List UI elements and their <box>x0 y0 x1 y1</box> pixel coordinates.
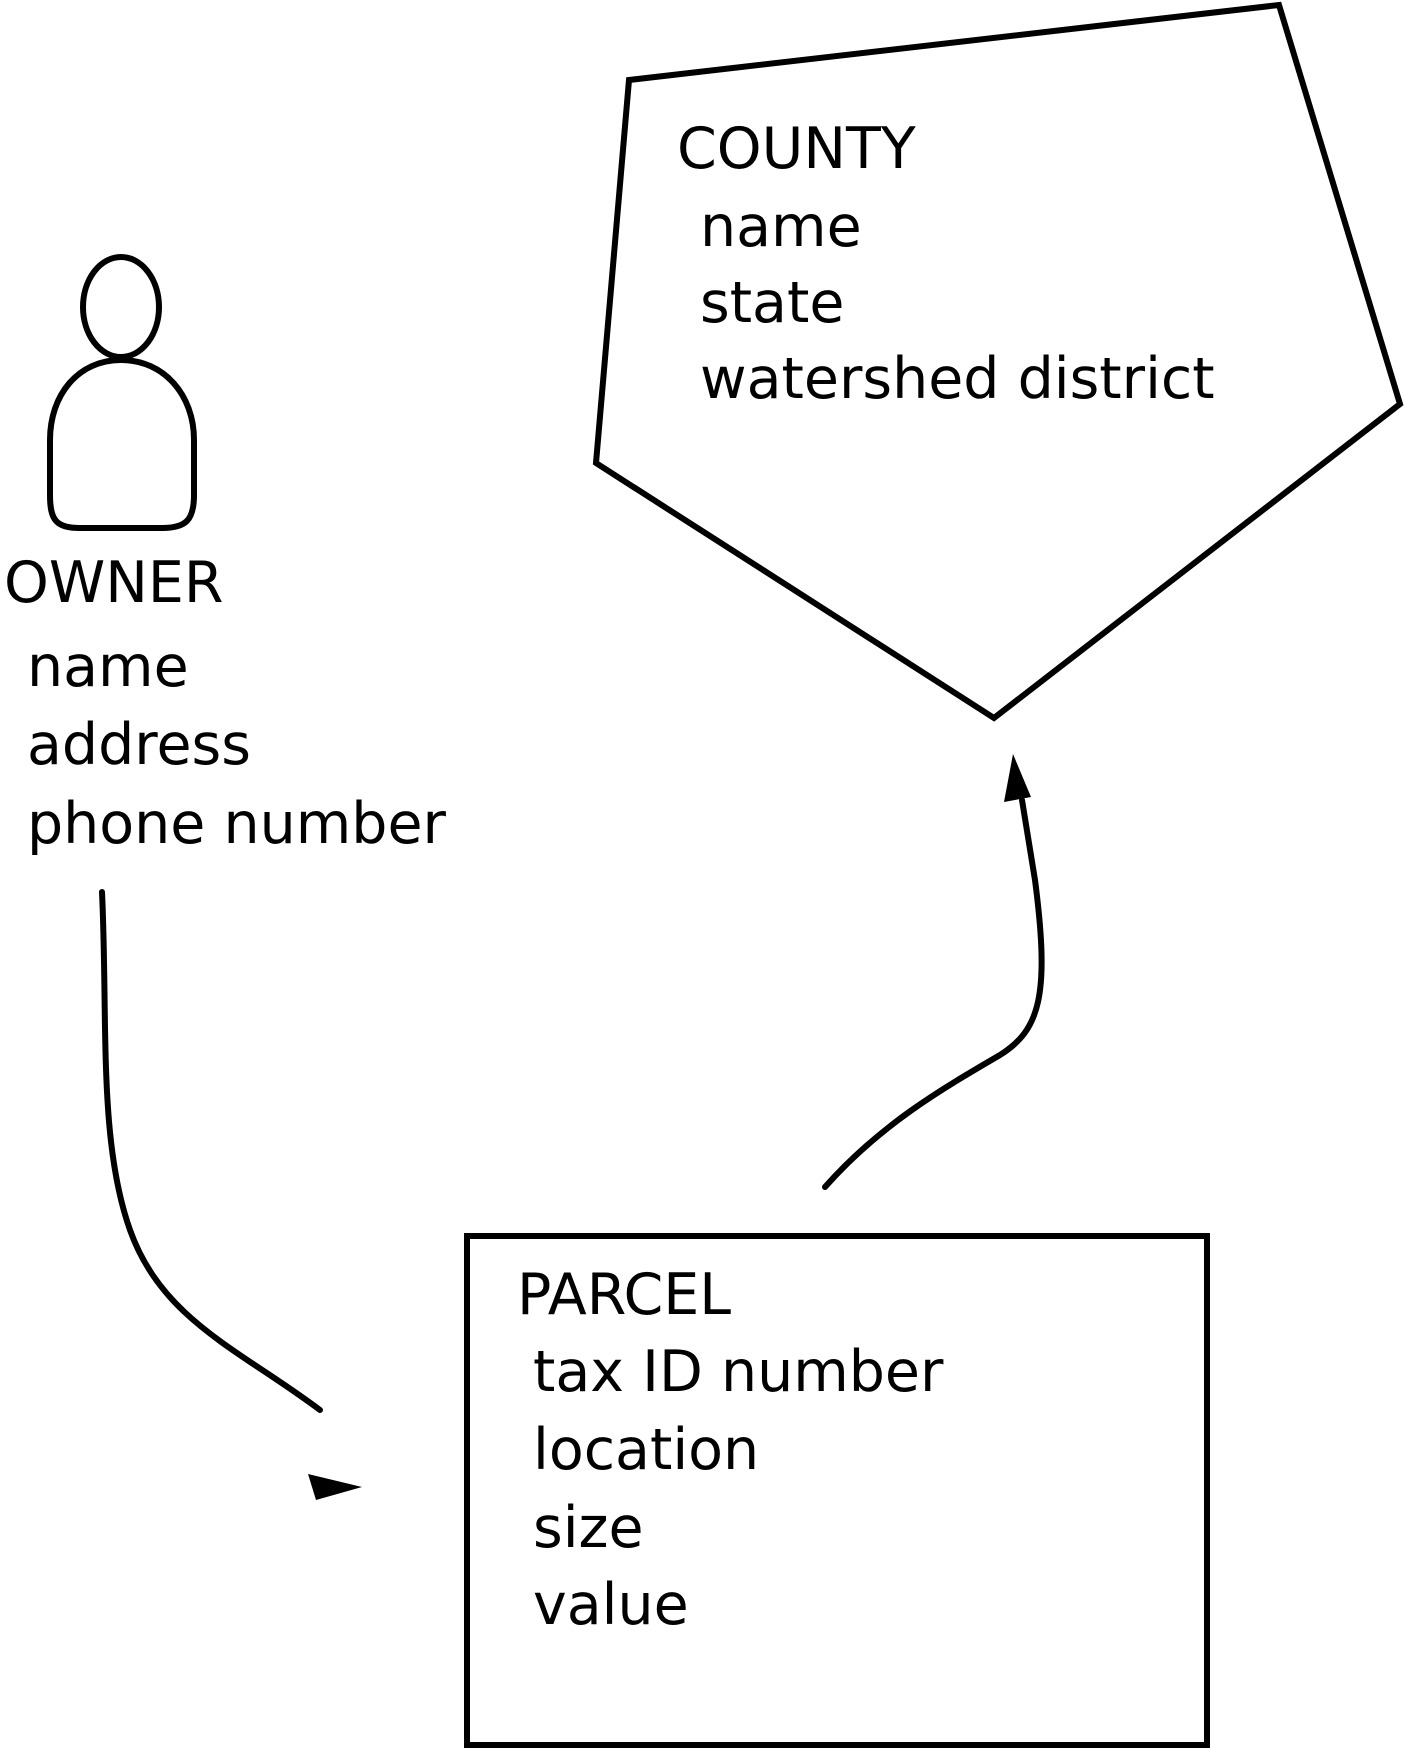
owner-to-parcel-arrowhead <box>308 1474 362 1500</box>
owner-to-parcel-connector <box>99 889 323 1413</box>
county-attribute-name: name <box>700 194 862 260</box>
parcel-attribute-location: location <box>533 1417 759 1483</box>
county-entity-text: COUNTY name state watershed district <box>677 116 1215 412</box>
owner-title: OWNER <box>4 550 223 616</box>
parcel-to-county-connector <box>822 797 1045 1190</box>
owner-attribute-address: address <box>27 712 251 778</box>
county-attribute-watershed-district: watershed district <box>700 346 1215 412</box>
county-attribute-state: state <box>700 270 844 336</box>
parcel-attribute-tax-id-number: tax ID number <box>533 1339 944 1405</box>
parcel-attribute-value: value <box>533 1572 689 1638</box>
county-pentagon-shape <box>592 1 1404 722</box>
owner-entity-text: OWNER name address phone number <box>4 550 447 857</box>
county-title: COUNTY <box>677 116 916 182</box>
owner-attribute-phone-number: phone number <box>27 791 447 857</box>
parcel-to-county-arrowhead <box>1004 754 1031 802</box>
person-icon <box>47 254 197 531</box>
parcel-rectangle-shape <box>464 1233 1210 1748</box>
owner-attribute-name: name <box>27 634 189 700</box>
parcel-attribute-size: size <box>533 1495 644 1561</box>
parcel-entity-text: PARCEL tax ID number location size value <box>517 1262 944 1638</box>
parcel-title: PARCEL <box>517 1262 731 1328</box>
